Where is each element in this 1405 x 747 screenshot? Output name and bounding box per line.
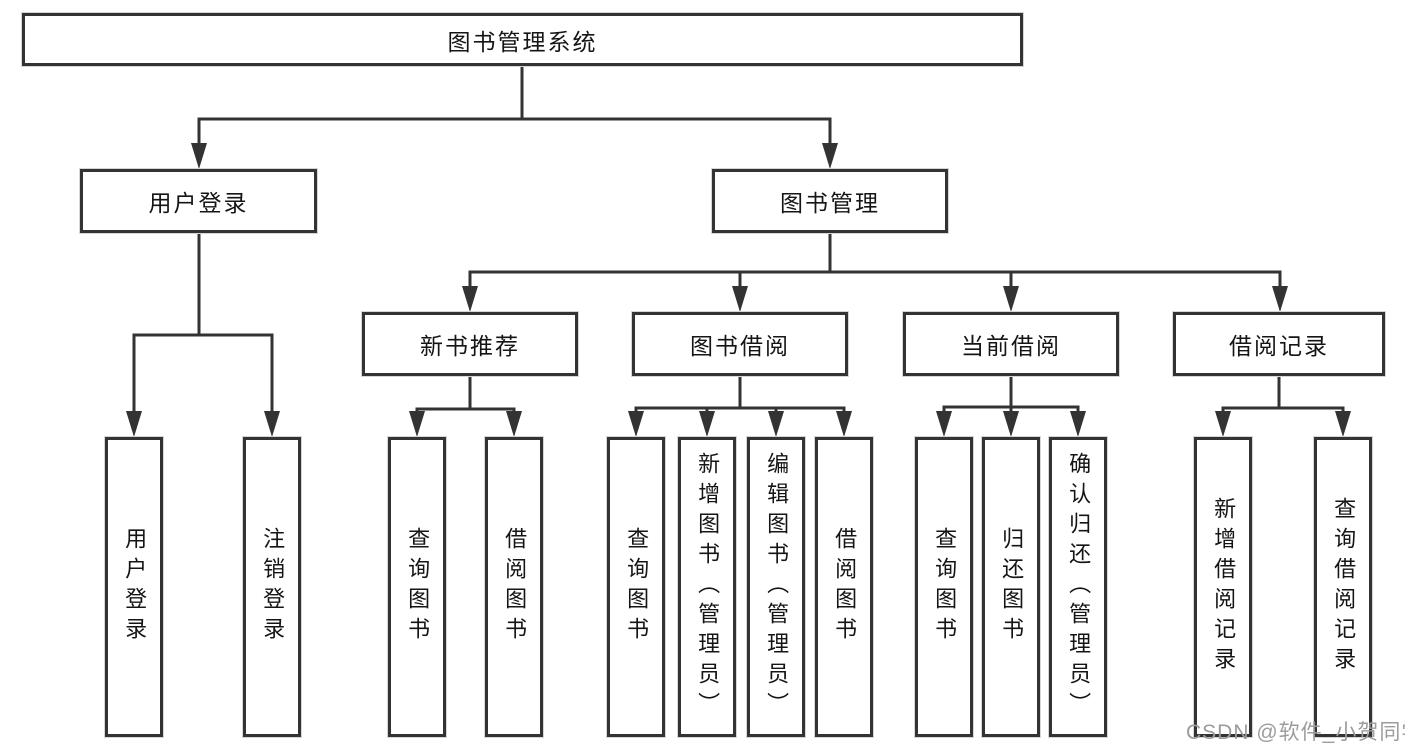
watermark: CSDN @软件_小贺同学 [1186,721,1405,744]
edge-current-borrow-children [942,374,1080,415]
leaf-borrowing-borrow-books: 借阅图书 [815,437,873,737]
node-book-borrowing: 图书借阅 [632,312,848,376]
arrowhead-down-icon [264,411,280,437]
leaf-logout: 注销登录 [243,437,301,737]
node-current-borrowing: 当前借阅 [903,312,1119,376]
node-library-management-system: 图书管理系统 [22,13,1023,66]
leaf-current-return-books: 归还图书 [982,437,1040,737]
arrowhead-down-icon [936,411,952,437]
leaf-current-query-books: 查询图书 [915,437,973,737]
edge-borrow-records-children [1221,374,1345,415]
arrowhead-down-icon [1003,411,1019,437]
arrowhead-down-icon [732,286,748,312]
edge-book-borrow-children [634,374,846,415]
leaf-recommend-borrow-books: 借阅图书 [485,437,543,737]
arrowhead-down-icon [628,411,644,437]
arrowhead-down-icon [191,143,207,169]
node-borrowing-records: 借阅记录 [1173,312,1385,376]
node-user-login: 用户登录 [80,169,317,233]
leaf-current-confirm-return-admin: 确认归还（管理员） [1049,437,1107,737]
edge-book-management-children [468,231,1282,290]
edge-user-login-children [132,231,274,414]
leaf-borrowing-query-books: 查询图书 [607,437,665,737]
arrowhead-down-icon [1003,286,1019,312]
node-book-management: 图书管理 [712,169,948,233]
arrowhead-down-icon [1215,411,1231,437]
arrowhead-down-icon [822,143,838,169]
edge-root-to-level2 [197,64,832,147]
leaf-borrowing-add-books-admin: 新增图书（管理员） [678,437,736,737]
arrowhead-down-icon [506,411,522,437]
arrowhead-down-icon [1335,411,1351,437]
arrowhead-down-icon [699,411,715,437]
leaf-records-add-borrow-record: 新增借阅记录 [1194,437,1252,737]
arrowhead-down-icon [768,411,784,437]
arrowhead-down-icon [126,411,142,437]
arrowhead-down-icon [1272,286,1288,312]
leaf-borrowing-edit-books-admin: 编辑图书（管理员） [747,437,805,737]
arrowhead-down-icon [409,411,425,437]
node-new-book-recommendation: 新书推荐 [362,312,578,376]
leaf-records-query-borrow-record: 查询借阅记录 [1314,437,1372,737]
leaf-user-login: 用户登录 [105,437,163,737]
leaf-recommend-query-books: 查询图书 [388,437,446,737]
arrowhead-down-icon [836,411,852,437]
arrowhead-down-icon [1070,411,1086,437]
arrowhead-down-icon [462,286,478,312]
edge-new-book-children [415,374,516,415]
